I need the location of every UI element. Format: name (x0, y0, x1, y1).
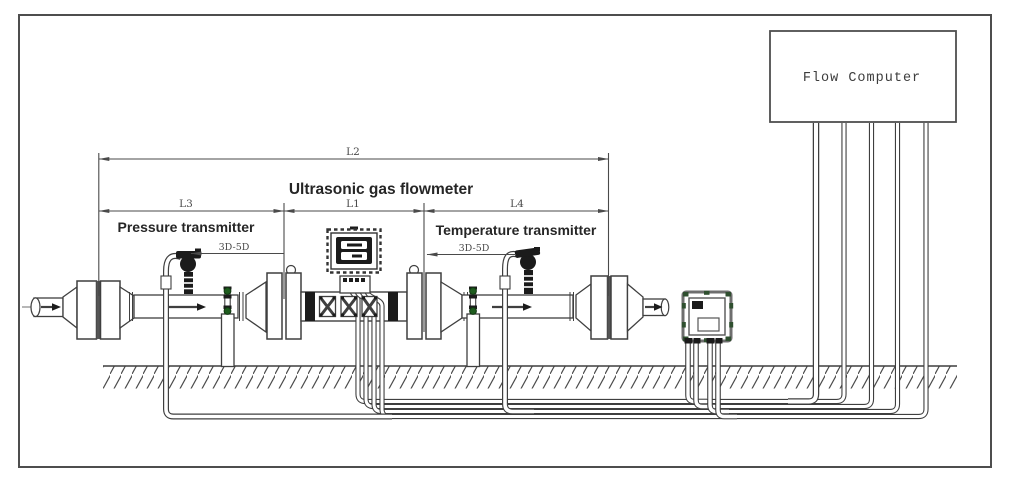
dimension-label-3d5d-left: 3D-5D (219, 242, 250, 253)
valve-handle-green (469, 287, 477, 295)
ground-hatching (103, 365, 957, 389)
junction-box-terminals (684, 338, 723, 344)
valve-handle-green (469, 307, 477, 315)
junction-box-chip (692, 301, 703, 309)
flange-meter-left (239, 264, 302, 340)
flange-meter-right (406, 264, 468, 340)
flow-computer-box: Flow Computer (769, 30, 957, 123)
dimension-label-l2: L2 (346, 146, 360, 158)
valve-stand (220, 313, 235, 368)
transducer-port (340, 295, 358, 318)
transducer-port (361, 295, 378, 318)
dimension-label-l1: L1 (346, 198, 360, 210)
cable-conduits (160, 123, 926, 417)
dimension-annotations: L2 L3 L1 L4 3D-5D 3D-5D (98, 146, 610, 332)
gasket (607, 276, 611, 339)
junction-box-label-plate (697, 317, 720, 332)
valve-handle-green (223, 307, 232, 315)
pressure-transmitter-device (176, 248, 201, 294)
temperature-transmitter-label: Temperature transmitter (436, 222, 597, 238)
outlet-pipe (642, 298, 670, 317)
dimension-label-l4: L4 (510, 198, 524, 210)
flange-right-outer (569, 275, 644, 340)
temperature-transmitter-device (514, 247, 541, 294)
valve-handle-green (223, 287, 232, 295)
dimension-label-l3: L3 (179, 198, 193, 210)
inlet-pipe (30, 297, 64, 318)
conduit-fitting (160, 275, 172, 290)
conduit-fitting (499, 275, 511, 290)
pipeline (22, 264, 670, 340)
transducer-ports (318, 295, 378, 318)
transducer-port (318, 295, 337, 318)
valve-stand (466, 313, 481, 368)
dimension-label-3d5d-right: 3D-5D (459, 243, 490, 254)
sampling-valve-left (220, 286, 235, 368)
flange-left-outer (62, 280, 135, 340)
pressure-transmitter-label: Pressure transmitter (118, 219, 256, 235)
sampling-valve-right (466, 286, 481, 368)
flow-arrow-upstream (166, 303, 206, 311)
gasket (96, 281, 101, 339)
flowmeter-electronics-head (326, 226, 382, 294)
junction-box (681, 290, 734, 344)
ultrasonic-flowmeter-label: Ultrasonic gas flowmeter (289, 181, 473, 198)
flow-computer-label: Flow Computer (803, 71, 921, 86)
